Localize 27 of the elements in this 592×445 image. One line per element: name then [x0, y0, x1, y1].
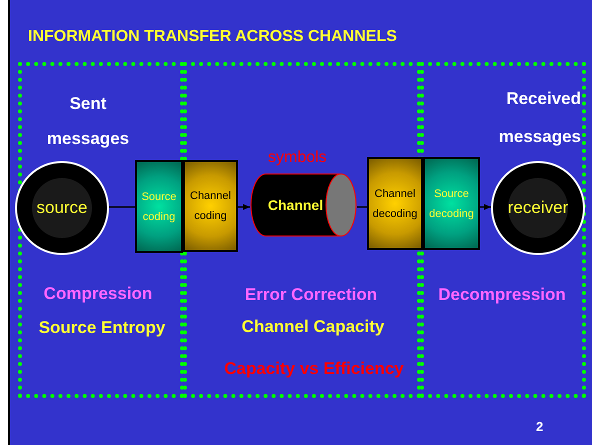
coding-block [367, 157, 423, 250]
dotted-region [18, 62, 184, 398]
page-number: 2 [536, 418, 544, 436]
block-label: Channel decoding [372, 186, 418, 222]
coding-block [423, 157, 480, 250]
channel-label: Channel [268, 196, 324, 214]
topic-text: Error Correction [244, 284, 378, 306]
topic-text: Source Entropy [38, 317, 166, 339]
terminal-label: receiver [508, 197, 568, 220]
topic-text: Compression [42, 283, 154, 305]
connector-arrow [238, 204, 250, 210]
note-text: Capacity vs Efficiency [223, 358, 405, 380]
terminal-label: source [36, 197, 88, 220]
connector-arrow [480, 204, 491, 210]
topic-text: Decompression [437, 284, 567, 306]
block-label: Source coding [140, 190, 178, 224]
coding-block [183, 160, 238, 252]
heading-text: Sent messages [46, 93, 130, 150]
dotted-region [420, 62, 586, 398]
symbols-caption: symbols [268, 148, 327, 168]
heading-text: Received messages [498, 88, 581, 148]
slide-title: INFORMATION TRANSFER ACROSS CHANNELS [28, 27, 397, 47]
block-label: Channel coding [189, 189, 232, 224]
dotted-region [183, 62, 421, 398]
coding-block [135, 160, 183, 253]
topic-text: Channel Capacity [240, 316, 386, 338]
block-label: Source decoding [428, 186, 475, 222]
